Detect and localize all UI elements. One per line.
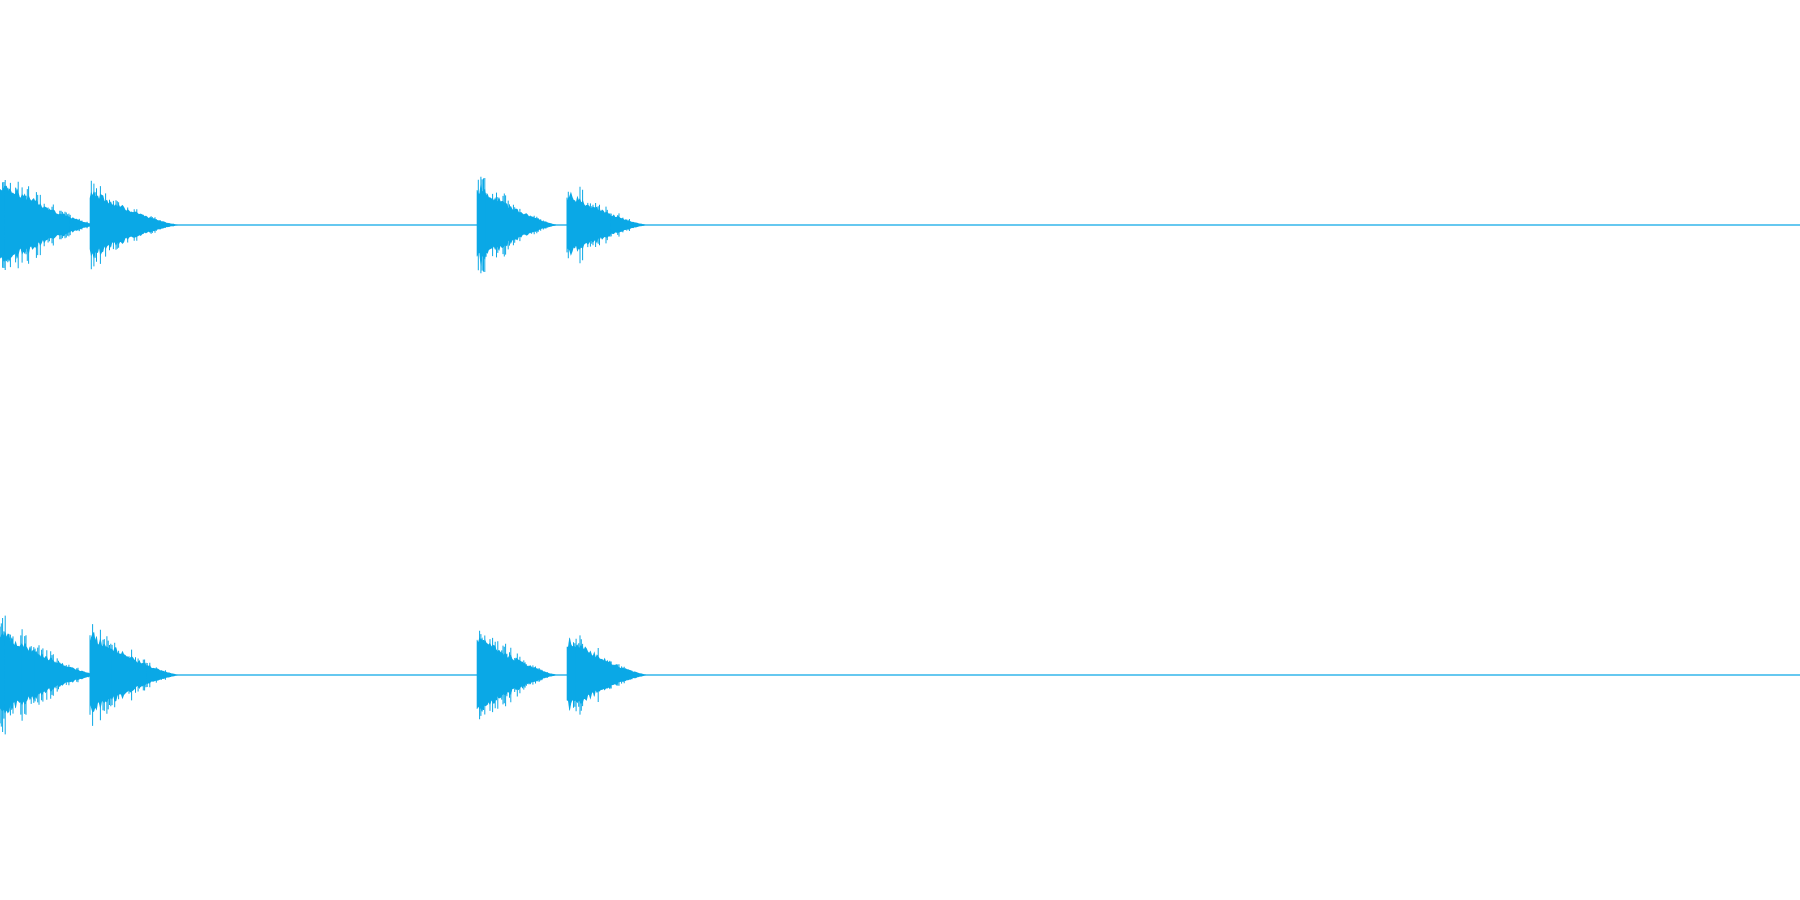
waveform-burst-spikes <box>89 624 178 726</box>
waveform-burst-spikes <box>90 180 178 270</box>
waveform-burst-spikes <box>0 615 96 735</box>
waveform-burst-spikes <box>479 630 557 720</box>
waveform-burst-spikes <box>566 186 647 264</box>
left-channel-waveform <box>0 176 1800 274</box>
waveform-burst <box>566 637 648 711</box>
right-channel-waveform <box>0 615 1800 735</box>
waveform-burst <box>89 190 180 259</box>
waveform-burst <box>0 631 99 715</box>
waveform-burst-spikes <box>2 180 97 270</box>
waveform-burst-spikes <box>477 176 556 274</box>
waveform-burst-spikes <box>573 635 647 715</box>
